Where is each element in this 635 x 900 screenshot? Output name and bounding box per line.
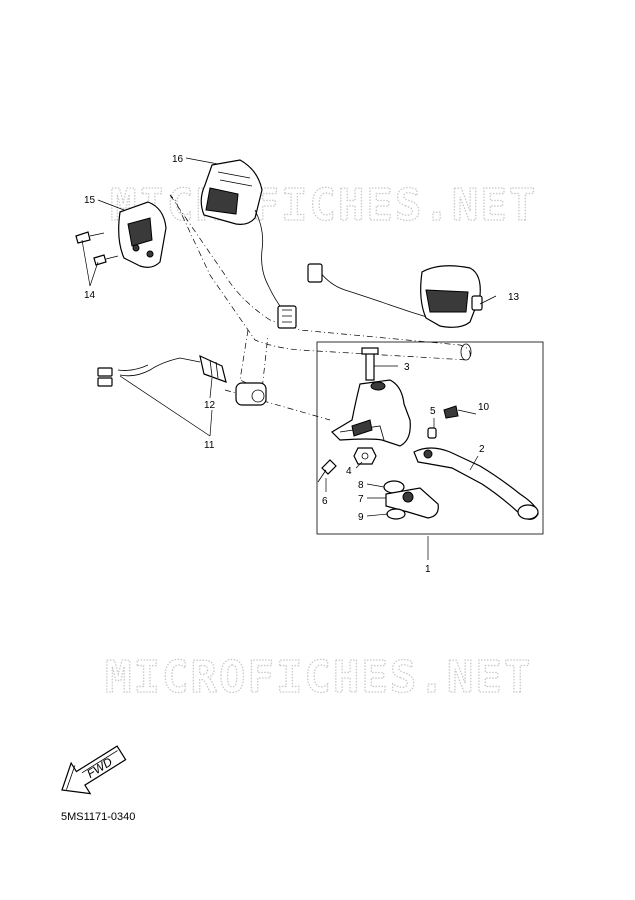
- callout-6: 6: [322, 496, 328, 507]
- part-7-plate: [385, 487, 439, 519]
- part-3-bolt: [361, 347, 379, 381]
- callout-2: 2: [479, 444, 485, 455]
- watermark-top: MICROFICHES.NET: [110, 180, 537, 231]
- part-14-screws: [75, 231, 119, 266]
- part-16-switch-housing: [200, 159, 297, 329]
- callout-7: 7: [358, 494, 364, 505]
- part-9-washer: [386, 508, 406, 520]
- callout-14: 14: [84, 290, 96, 301]
- callout-13: 13: [508, 292, 520, 303]
- part-11-12-cable: [97, 354, 227, 387]
- part-2-lever: [413, 447, 539, 520]
- callout-1: 1: [425, 564, 431, 575]
- callout-3: 3: [404, 362, 410, 373]
- watermark-bottom: MICROFICHES.NET: [105, 652, 532, 703]
- part-15-switch-housing: [118, 201, 167, 268]
- callout-labels: 16 15 14 13 3 12 11 5 10 2 4 8 7 6 9 1: [84, 154, 520, 575]
- handlebar-clamp: [235, 382, 267, 406]
- callout-4: 4: [346, 466, 352, 477]
- callout-5: 5: [430, 406, 436, 417]
- part-6-screw: [317, 459, 337, 483]
- part-4-nut: [353, 447, 377, 465]
- callout-10: 10: [478, 402, 490, 413]
- leader-lines: [81, 157, 497, 560]
- callout-15: 15: [84, 195, 96, 206]
- part-13-switch-housing: [307, 263, 483, 328]
- part-5-pin: [427, 427, 437, 439]
- callout-16: 16: [172, 154, 184, 165]
- lever-assembly-frame: [316, 341, 544, 535]
- diagram-code: 5MS1171-0340: [61, 811, 136, 823]
- lever-bracket: [331, 379, 411, 447]
- callout-12: 12: [204, 400, 216, 411]
- part-10-clip: [443, 405, 459, 419]
- callout-9: 9: [358, 512, 364, 523]
- fwd-arrow-icon: FWD: [61, 745, 127, 795]
- callout-8: 8: [358, 480, 364, 491]
- callout-11: 11: [204, 440, 215, 451]
